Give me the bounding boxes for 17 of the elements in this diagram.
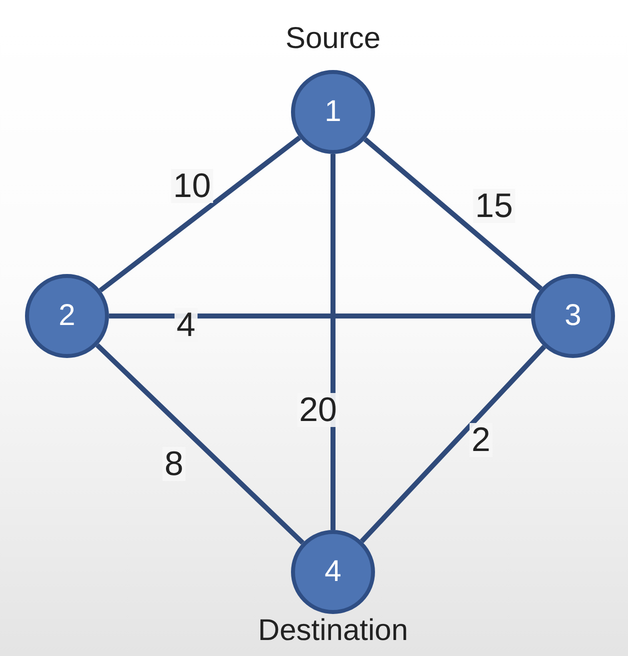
edge-label: 10	[171, 169, 213, 203]
edge-line	[96, 343, 304, 545]
edge-label: 15	[473, 189, 515, 223]
edge-line	[109, 314, 531, 318]
node-number: 2	[58, 299, 76, 333]
node-number: 3	[564, 299, 582, 333]
edge-line	[360, 344, 546, 544]
node-caption: Destination	[258, 614, 408, 648]
node-number: 1	[324, 95, 342, 129]
edge-line	[98, 136, 302, 292]
edge-label: 2	[470, 423, 492, 457]
node-number: 4	[324, 555, 342, 589]
node-caption: Source	[285, 22, 381, 56]
edge-line	[363, 137, 543, 291]
edge-label: 8	[162, 447, 186, 481]
edge-label: 20	[297, 393, 339, 427]
edge-line	[330, 154, 336, 530]
